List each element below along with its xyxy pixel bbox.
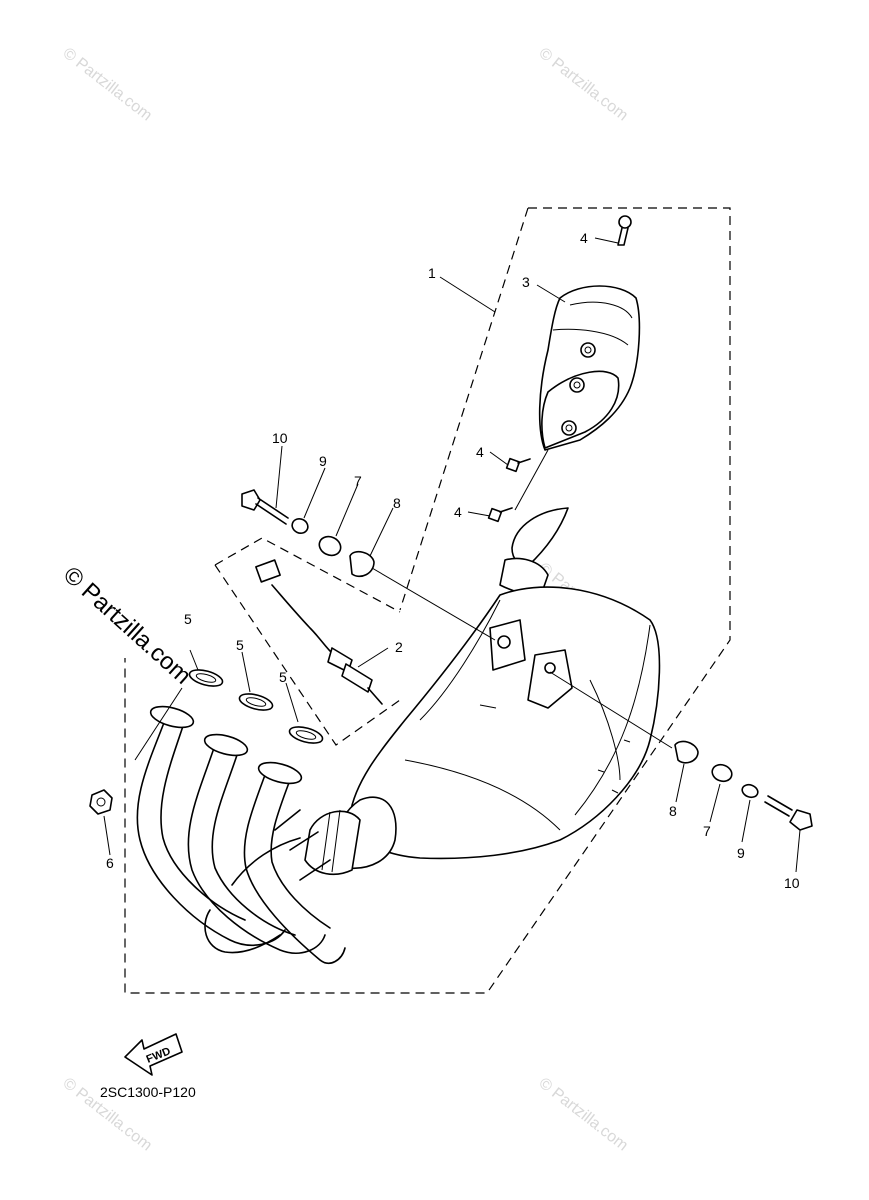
callout-4-low: 4 — [454, 504, 462, 520]
callout-4-mid: 4 — [476, 444, 484, 460]
gaskets — [188, 669, 324, 744]
callout-leaders — [103, 237, 801, 873]
assembly-outline-dashed — [124, 207, 731, 994]
callout-5-mid: 5 — [236, 637, 244, 653]
callout-labels: 1 2 3 4 4 4 5 5 5 6 7 7 8 8 9 9 10 10 — [106, 230, 800, 891]
guide-line-right-bolt — [549, 671, 673, 749]
watermark-top-right: © Partzilla.com — [536, 45, 631, 125]
nut — [89, 789, 113, 815]
oxygen-sensor — [255, 559, 383, 705]
watermark-top-left: © Partzilla.com — [60, 45, 155, 125]
protector-bolt-mid — [505, 457, 531, 473]
callout-8-left: 8 — [393, 495, 401, 511]
sensor-gasket-dashed-box — [214, 537, 401, 746]
callout-7-left: 7 — [354, 473, 362, 489]
mid-pipe — [304, 796, 397, 876]
callout-8-right: 8 — [669, 803, 677, 819]
callout-10-left: 10 — [272, 430, 288, 446]
callout-1: 1 — [428, 265, 436, 281]
callout-9-left: 9 — [319, 453, 327, 469]
mount-hardware-left — [241, 489, 375, 578]
callout-10-right: 10 — [784, 875, 800, 891]
diagram-code: 2SC1300-P120 — [100, 1084, 196, 1100]
protector-bolt-low — [487, 507, 513, 523]
callout-5-right: 5 — [279, 669, 287, 685]
fwd-arrow-icon: FWD — [124, 1033, 183, 1076]
callout-7-right: 7 — [703, 823, 711, 839]
heat-protector — [538, 285, 641, 451]
watermark-large: © Partzilla.com — [58, 561, 196, 689]
callout-4-top: 4 — [580, 230, 588, 246]
guide-line-protector — [514, 449, 549, 511]
muffler — [349, 586, 661, 860]
watermark-bottom-right: © Partzilla.com — [536, 1075, 631, 1155]
callout-3: 3 — [522, 274, 530, 290]
mount-hardware-right — [674, 740, 813, 831]
guide-line-left-bolt — [371, 567, 496, 641]
callout-9-right: 9 — [737, 845, 745, 861]
exhaust-headers — [136, 705, 346, 964]
callout-6: 6 — [106, 855, 114, 871]
protector-bolt-top — [617, 215, 632, 246]
callout-2: 2 — [395, 639, 403, 655]
assembly-outline-dashed-left — [399, 207, 529, 611]
callout-5-left: 5 — [184, 611, 192, 627]
